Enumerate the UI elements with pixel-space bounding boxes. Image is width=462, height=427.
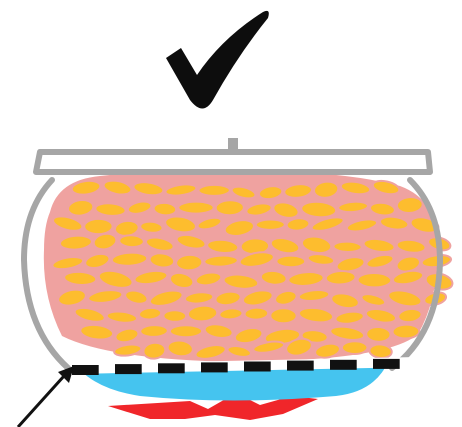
grain xyxy=(270,308,297,323)
grain xyxy=(366,326,391,342)
grain xyxy=(153,202,176,216)
grain xyxy=(176,254,203,271)
grain xyxy=(392,324,419,339)
grain xyxy=(325,270,356,285)
grain xyxy=(119,235,144,248)
grain xyxy=(215,200,244,216)
grain xyxy=(256,219,285,230)
grain xyxy=(163,310,186,322)
pot-lid xyxy=(36,152,430,172)
lid-knob xyxy=(228,138,238,154)
rack-segment xyxy=(373,359,400,369)
grain-heap xyxy=(44,171,454,362)
grain xyxy=(342,341,368,354)
arrow-icon xyxy=(18,366,74,427)
rack-segment xyxy=(330,360,357,370)
rack-segment xyxy=(115,364,142,374)
grain xyxy=(276,256,305,268)
grain xyxy=(140,325,168,338)
grain xyxy=(244,307,268,320)
grain xyxy=(333,241,361,252)
grain xyxy=(178,202,213,214)
grain xyxy=(198,185,229,196)
grain xyxy=(170,325,202,337)
checkmark-icon xyxy=(166,11,269,109)
rack-segment xyxy=(72,365,99,375)
rack-segment xyxy=(287,361,314,371)
rack-segment xyxy=(201,362,228,372)
rack-segment xyxy=(158,363,185,373)
grain xyxy=(204,255,238,267)
grain xyxy=(357,273,391,288)
rack-segment xyxy=(244,362,271,372)
grain xyxy=(84,219,113,235)
